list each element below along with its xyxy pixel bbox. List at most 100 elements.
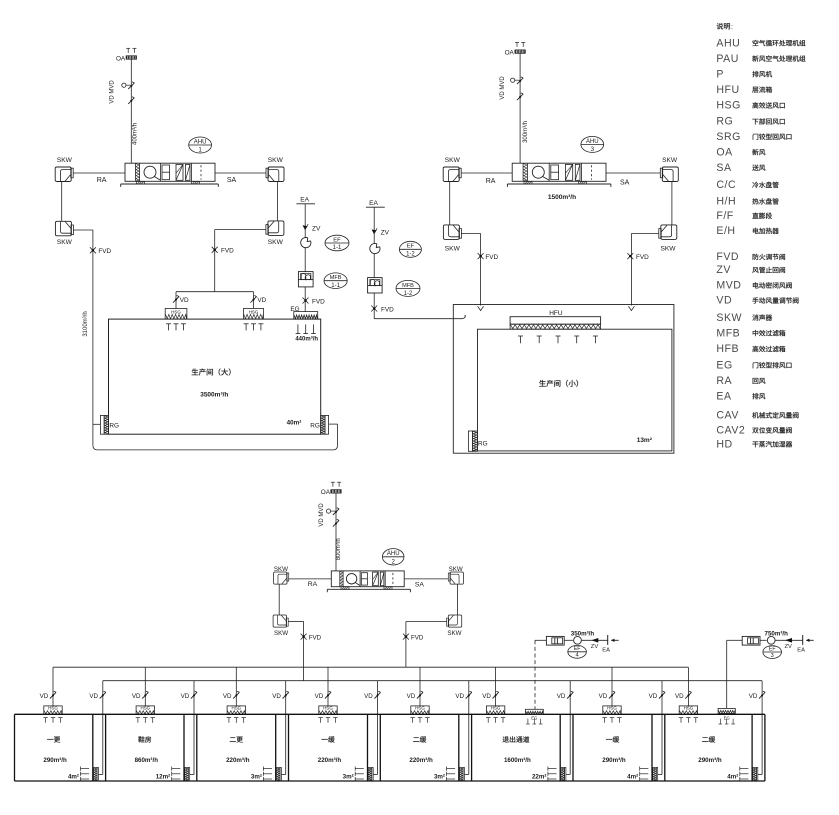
svg-text:FVD: FVD	[485, 254, 498, 261]
svg-text:SKW: SKW	[445, 157, 461, 164]
svg-text:SKW: SKW	[57, 239, 73, 246]
svg-text:440m³/h: 440m³/h	[295, 336, 318, 343]
svg-text:SKW: SKW	[716, 312, 742, 324]
svg-text:3100m³/h: 3100m³/h	[83, 311, 89, 336]
svg-text:HSG: HSG	[48, 706, 58, 711]
svg-text:H/H: H/H	[716, 196, 736, 208]
svg-text:4m²: 4m²	[727, 774, 738, 781]
svg-text:VD: VD	[716, 295, 732, 307]
svg-text:RA: RA	[716, 375, 732, 387]
svg-text:HSG: HSG	[607, 706, 617, 711]
svg-text:HSG: HSG	[171, 309, 181, 314]
svg-text:EG: EG	[531, 715, 537, 720]
svg-text:ZV: ZV	[716, 264, 731, 276]
svg-text:HD: HD	[716, 438, 732, 450]
svg-text:RA: RA	[486, 178, 496, 185]
svg-text:AHU: AHU	[586, 139, 599, 145]
svg-text:4m²: 4m²	[627, 774, 638, 781]
svg-text:SKW: SKW	[449, 566, 463, 573]
svg-text:VD MVD: VD MVD	[319, 503, 325, 527]
svg-text:VD MVD: VD MVD	[110, 80, 116, 104]
svg-text:VD: VD	[407, 693, 416, 700]
svg-text:F/F: F/F	[716, 210, 733, 222]
svg-text:C/C: C/C	[716, 179, 736, 191]
svg-text:RA: RA	[97, 177, 107, 184]
svg-text:VD: VD	[223, 693, 232, 700]
svg-text:OA: OA	[116, 55, 126, 62]
svg-text:SKW: SKW	[274, 630, 288, 637]
svg-text:EA: EA	[602, 647, 610, 653]
svg-text:HFB: HFB	[716, 343, 739, 355]
svg-text:SKW: SKW	[274, 566, 288, 573]
svg-text:860m³/h: 860m³/h	[135, 757, 159, 764]
svg-text:ZV: ZV	[591, 644, 599, 650]
svg-text:VD: VD	[272, 693, 281, 700]
svg-text:3m²: 3m²	[251, 774, 262, 781]
svg-text:SKW: SKW	[447, 630, 461, 637]
svg-text:EF: EF	[333, 237, 341, 243]
svg-text:1-1: 1-1	[333, 245, 342, 251]
svg-text:VD: VD	[675, 693, 684, 700]
svg-text:RA: RA	[308, 581, 318, 588]
svg-text:P: P	[716, 68, 724, 80]
svg-text:PAU: PAU	[716, 53, 739, 65]
svg-text:MVD: MVD	[716, 280, 741, 292]
svg-text:ZV: ZV	[312, 225, 321, 232]
svg-text:290m³/h: 290m³/h	[698, 757, 722, 764]
svg-text:RG: RG	[109, 423, 119, 430]
svg-text:EF: EF	[407, 244, 415, 250]
svg-text:SKW: SKW	[268, 157, 284, 164]
svg-text:FVD: FVD	[309, 635, 322, 642]
svg-text:VD MVD: VD MVD	[500, 76, 506, 100]
svg-text:FVD: FVD	[381, 307, 394, 314]
svg-text:290m³/h: 290m³/h	[43, 757, 67, 764]
svg-text:HFU: HFU	[549, 310, 563, 317]
svg-text:VD: VD	[482, 693, 491, 700]
svg-text:VD: VD	[749, 693, 758, 700]
svg-text:1-2: 1-2	[404, 291, 413, 297]
svg-text:220m³/h: 220m³/h	[226, 757, 250, 764]
svg-text:3500m³/h: 3500m³/h	[200, 391, 228, 398]
svg-text:290m³/h: 290m³/h	[602, 757, 626, 764]
svg-text:CAV2: CAV2	[716, 425, 745, 437]
svg-text:OA: OA	[321, 489, 331, 496]
svg-text:FVD: FVD	[716, 251, 739, 263]
svg-text:E/H: E/H	[716, 225, 735, 237]
svg-text:1500m³/h: 1500m³/h	[548, 194, 576, 201]
svg-text:EF: EF	[574, 646, 581, 652]
svg-text:SA: SA	[227, 177, 237, 184]
svg-text:4: 4	[576, 653, 579, 659]
svg-text:400m³/h: 400m³/h	[133, 123, 139, 145]
svg-text:HSG: HSG	[141, 706, 151, 711]
svg-text:13m²: 13m²	[637, 437, 653, 444]
svg-text:SKW: SKW	[662, 157, 678, 164]
svg-text:SA: SA	[716, 162, 732, 174]
svg-text:22m²: 22m²	[532, 774, 546, 781]
svg-text:FVD: FVD	[221, 248, 234, 255]
svg-text:220m³/h: 220m³/h	[318, 757, 342, 764]
svg-text:OA: OA	[505, 50, 515, 57]
svg-text:VD: VD	[181, 693, 190, 700]
svg-text:HSG: HSG	[491, 706, 501, 711]
svg-text:EG: EG	[716, 359, 732, 371]
svg-text:AHU: AHU	[716, 37, 740, 49]
svg-text:HSG: HSG	[415, 706, 425, 711]
svg-text:4m²: 4m²	[68, 774, 79, 781]
svg-text:3m²: 3m²	[434, 774, 445, 781]
svg-text:OA: OA	[716, 146, 733, 158]
svg-text:VD: VD	[455, 693, 464, 700]
svg-text:12m²: 12m²	[156, 774, 170, 781]
svg-text:800m³/h: 800m³/h	[336, 538, 342, 560]
svg-text:HSG: HSG	[684, 706, 694, 711]
svg-text:EA: EA	[797, 647, 805, 653]
svg-text:1600m³/h: 1600m³/h	[504, 757, 531, 764]
svg-text:AHU: AHU	[194, 139, 207, 145]
svg-text:SKW: SKW	[445, 246, 461, 253]
svg-text:VD: VD	[89, 693, 98, 700]
svg-text:1-2: 1-2	[406, 252, 415, 258]
svg-text:MFB: MFB	[716, 327, 740, 339]
svg-text:FVD: FVD	[636, 254, 649, 261]
svg-text:ZV: ZV	[381, 229, 390, 236]
svg-text:RG: RG	[478, 441, 488, 448]
svg-text:HSG: HSG	[249, 309, 259, 314]
